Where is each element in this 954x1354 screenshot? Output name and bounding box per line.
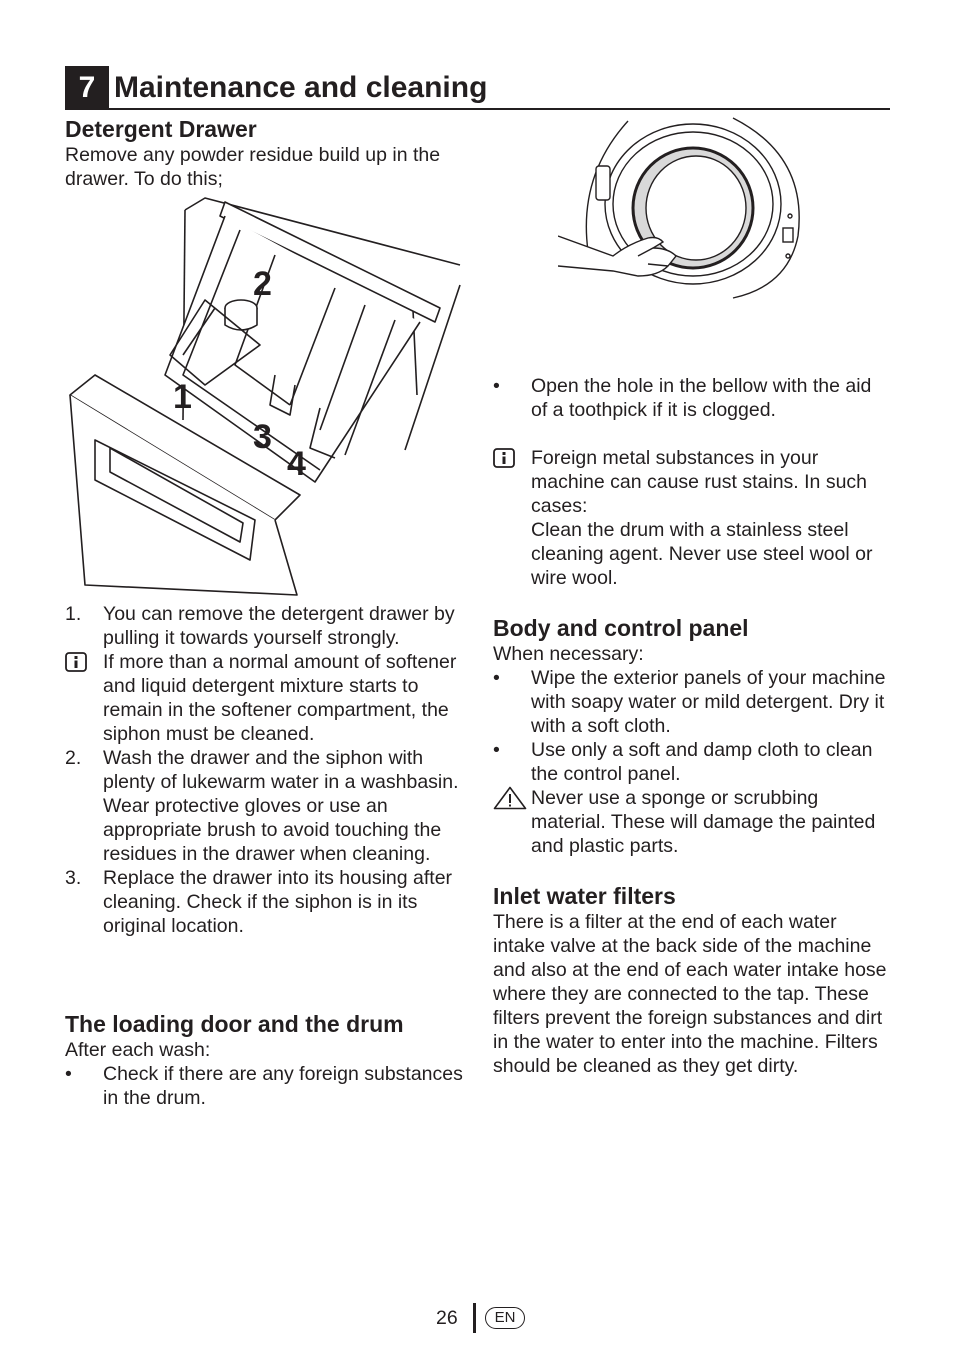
bullet: •: [493, 667, 500, 689]
step-2-text: Wash the drawer and the siphon with plen…: [103, 747, 459, 865]
bullet: •: [493, 739, 500, 761]
step-3-marker: 3.: [65, 867, 82, 889]
loading-door-bullet-text: Check if there are any foreign substance…: [103, 1063, 463, 1109]
step-1: 1. You can remove the detergent drawer b…: [65, 602, 465, 650]
inlet-heading: Inlet water filters: [493, 883, 676, 909]
body-panel-heading: Body and control panel: [493, 615, 749, 641]
siphon-info-text: If more than a normal amount of softener…: [103, 651, 457, 745]
rust-info-text: Foreign metal substances in your machine…: [531, 447, 868, 517]
chapter-number: 7: [65, 66, 109, 108]
list-item: • Wipe the exterior panels of your machi…: [493, 666, 893, 738]
step-3-text: Replace the drawer into its housing afte…: [103, 867, 453, 937]
step-2: 2. Wash the drawer and the siphon with p…: [65, 746, 465, 866]
loading-door-intro: After each wash:: [65, 1039, 211, 1061]
list-item: • Check if there are any foreign substan…: [65, 1062, 465, 1110]
body-panel-bullet-2: Use only a soft and damp cloth to clean …: [531, 739, 873, 785]
body-panel-bullet-1: Wipe the exterior panels of your machine…: [531, 667, 886, 737]
body-panel-intro: When necessary:: [493, 643, 644, 665]
detergent-steps: 1. You can remove the detergent drawer b…: [65, 602, 465, 938]
chapter-title: Maintenance and cleaning: [114, 71, 488, 104]
language-badge: EN: [485, 1307, 525, 1329]
list-item: • Open the hole in the bellow with the a…: [493, 374, 893, 422]
list-item: • Use only a soft and damp cloth to clea…: [493, 738, 893, 786]
detergent-section: Detergent Drawer Remove any powder resid…: [65, 116, 465, 191]
page-footer: 26 EN: [0, 1303, 954, 1333]
chapter-header: 7 Maintenance and cleaning: [65, 66, 890, 110]
step-3: 3. Replace the drawer into its housing a…: [65, 866, 465, 938]
inlet-text: There is a filter at the end of each wat…: [493, 911, 887, 1077]
step-1-text: You can remove the detergent drawer by p…: [103, 603, 455, 649]
drum-notes: • Open the hole in the bellow with the a…: [493, 374, 893, 590]
bullet: •: [65, 1063, 72, 1085]
drawer-label-2: 2: [253, 265, 272, 303]
rust-info-text-2: Clean the drum with a stainless steel cl…: [531, 519, 873, 589]
warning-text: Never use a sponge or scrubbing material…: [531, 787, 876, 857]
info-icon: [65, 652, 87, 678]
page-number: 26: [436, 1307, 458, 1329]
bellow-hole-text: Open the hole in the bellow with the aid…: [531, 375, 872, 421]
step-2-marker: 2.: [65, 747, 82, 769]
warning-note: Never use a sponge or scrubbing material…: [493, 786, 893, 858]
loading-door-heading: The loading door and the drum: [65, 1011, 404, 1037]
detergent-intro: Remove any powder residue build up in th…: [65, 144, 441, 190]
drawer-label-3: 3: [253, 418, 272, 456]
body-panel-section: Body and control panel When necessary: •…: [493, 615, 893, 858]
drawer-label-1: 1: [173, 378, 192, 416]
bullet: •: [493, 375, 500, 397]
detergent-drawer-illustration: 2 1 3 4: [69, 197, 461, 596]
drum-cleaning-illustration: [558, 117, 800, 299]
rust-info-note: Foreign metal substances in your machine…: [493, 446, 893, 590]
step-1-marker: 1.: [65, 603, 82, 625]
warning-icon: [493, 786, 527, 816]
footer-divider: [473, 1303, 476, 1333]
siphon-info-note: If more than a normal amount of softener…: [65, 650, 465, 746]
info-icon: [493, 448, 515, 474]
drawer-label-4: 4: [287, 445, 306, 483]
inlet-section: Inlet water filters There is a filter at…: [493, 883, 893, 1078]
loading-door-section: The loading door and the drum After each…: [65, 1011, 465, 1110]
detergent-heading: Detergent Drawer: [65, 116, 257, 142]
